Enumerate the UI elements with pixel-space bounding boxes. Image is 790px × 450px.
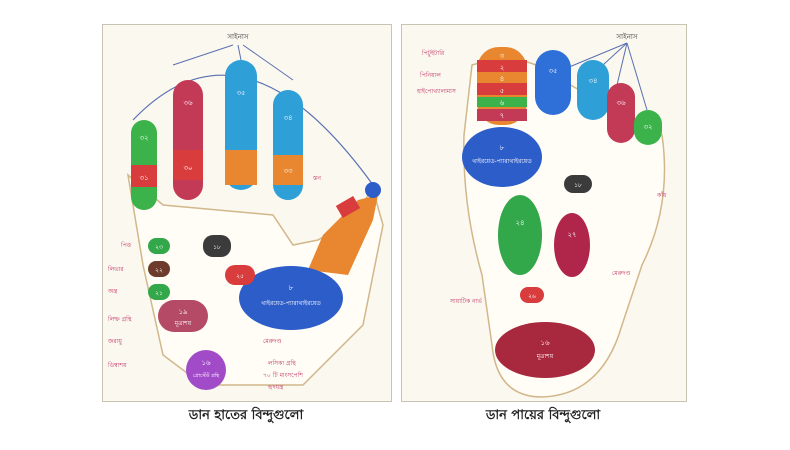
band-num: ৫	[500, 87, 505, 95]
sinus-label: সাইনাস	[615, 33, 638, 41]
band-num: ২	[500, 64, 505, 72]
arrow-line	[626, 42, 648, 111]
big-toe: ৩ ২ ৪ ৫ ৬ ৭	[477, 47, 527, 125]
pad-intestine: ২৭	[554, 213, 590, 277]
toe-num: ৩৫	[548, 67, 557, 75]
side-label: স্তন	[312, 175, 321, 182]
pad-num: ১৯	[178, 308, 188, 316]
pad-gall: ২৩	[148, 238, 170, 254]
toe-2: ৩৫	[535, 50, 571, 115]
pad-num: ২৬	[528, 293, 536, 300]
sinus-label: সাইনাস	[226, 33, 249, 41]
toe-num: ৩২	[643, 123, 652, 131]
finger-num: ৩২	[139, 134, 148, 142]
finger-num: ৩৪	[283, 114, 292, 122]
hand-diagram: সাইনাস ৩২ ৩১ ৩৬ ৩০ ৩৫ ৩৪ ৩৩ ৮ থাইরয়েড-প…	[107, 33, 384, 391]
pad-num: ২২	[155, 267, 163, 274]
pad-num: ২৫	[236, 273, 244, 280]
pad-liver: ২২	[148, 261, 170, 277]
pad-lung: ১৮	[564, 175, 592, 193]
hand-panel: সাইনাস ৩২ ৩১ ৩৬ ৩০ ৩৫ ৩৪ ৩৩ ৮ থাইরয়েড-প…	[102, 24, 392, 402]
pad-name: থাইরয়েড-প্যারাথাইরয়েড	[472, 158, 532, 165]
pad-lung: ১৮	[203, 235, 231, 257]
side-label: পিনিয়াল	[419, 72, 441, 79]
arrow-line	[616, 42, 628, 86]
pad-num: ১৮	[213, 244, 221, 251]
thumb	[308, 182, 381, 275]
pad-num: ১৬	[201, 359, 211, 367]
finger-num: ৩১	[139, 174, 148, 182]
toe-5: ৩২	[634, 110, 662, 145]
band-num: ৬	[500, 99, 505, 107]
pad-num: ২৩	[155, 244, 163, 251]
foot-panel: সাইনাস ৩ ২ ৪ ৫ ৬ ৭ ৩৫ ৩৪ ৩৬ ৩২ ৮ থাইরয	[401, 24, 687, 402]
pad-kidney: ২৬	[520, 287, 544, 303]
side-label: ৭০ টি মাংসপেশি	[263, 371, 303, 379]
toe-num: ৩৪	[588, 77, 597, 85]
finger-num: ৩৩	[283, 167, 293, 175]
foot-caption: ডান পায়ের বিন্দুগুলো	[485, 408, 601, 423]
band-num: ৭	[500, 112, 505, 120]
finger-middle: ৩৫	[225, 60, 257, 190]
finger-num: ৩৫	[236, 89, 245, 97]
finger-pinky: ৩২ ৩১	[131, 120, 157, 210]
band-num: ৪	[500, 75, 505, 83]
foot-side-labels: পিটুইটারি পিনিয়াল হাইপোথ্যালামাস কাঁধ স…	[416, 49, 667, 305]
pad-num: ১৬	[540, 339, 550, 347]
foot-diagram: সাইনাস ৩ ২ ৪ ৫ ৬ ৭ ৩৫ ৩৪ ৩৬ ৩২ ৮ থাইরয	[416, 33, 667, 398]
pad-intestine: ২১	[148, 284, 170, 300]
side-label: সায়াটিক নার্ভ	[449, 297, 482, 305]
pad-kidney: ২৫	[225, 265, 255, 285]
toe-4: ৩৬	[607, 83, 635, 143]
band-num: ৩	[500, 52, 505, 60]
side-label: অন্ত্র	[107, 288, 118, 295]
side-label: লসিকা গ্রন্থি	[267, 360, 296, 367]
arrow-line	[172, 44, 234, 66]
hand-caption: ডান হাতের বিন্দুগুলো	[188, 408, 304, 423]
pad-num: ৮	[500, 144, 505, 152]
side-label: হাইপোথ্যালামাস	[416, 88, 457, 95]
pad-num: ৮	[289, 284, 294, 292]
pad-name: থাইরয়েড-প্যারাথাইরয়েড	[261, 300, 321, 307]
side-label: পিটুইটারি	[421, 49, 445, 57]
finger-ring: ৩৬ ৩০	[173, 80, 203, 200]
side-label: মেরুদণ্ড	[263, 338, 282, 345]
pad-liver: ২৪	[498, 195, 542, 275]
pad-bladder: ১৯ মূত্রাশয়	[158, 300, 208, 332]
toe-3: ৩৪	[577, 60, 609, 120]
pad-thyroid: ৮ থাইরয়েড-প্যারাথাইরয়েড	[462, 127, 542, 187]
pad-name: প্রোস্টেট গ্রন্থি	[193, 372, 220, 379]
side-label: লিভার	[107, 266, 124, 273]
side-label: হৃদযন্ত্র	[267, 384, 284, 391]
pad-num: ১৮	[574, 182, 582, 189]
finger-num: ৩৬	[183, 99, 193, 107]
pad-prostate: ১৬ প্রোস্টেট গ্রন্থি	[186, 350, 226, 390]
pad-name: মূত্রাশয়	[536, 353, 554, 360]
arrow-line	[242, 44, 294, 81]
pad-num: ২৭	[567, 231, 576, 239]
finger-num: ৩০	[183, 164, 192, 172]
pad-num: ২১	[155, 290, 163, 297]
side-label: পিত্ত	[120, 242, 132, 249]
pad-bladder: ১৬ মূত্রাশয়	[495, 322, 595, 378]
side-label: জরায়ু	[107, 338, 123, 345]
hand-side-labels: পিত্ত লিভার অন্ত্র লিম্ফ গ্রন্থি জরায়ু …	[107, 175, 321, 391]
side-label: লিম্ফ গ্রন্থি	[107, 316, 132, 323]
toe-num: ৩৬	[616, 99, 626, 107]
pad-thyroid: ৮ থাইরয়েড-প্যারাথাইরয়েড	[239, 266, 343, 330]
side-label: ডিম্বাশয়	[107, 362, 127, 369]
pad-num: ২৪	[515, 219, 524, 227]
side-label: কাঁধ	[656, 191, 667, 199]
pad-name: মূত্রাশয়	[174, 320, 192, 327]
side-label: মেরুদণ্ড	[612, 270, 631, 277]
finger-index: ৩৪ ৩৩	[273, 90, 303, 200]
